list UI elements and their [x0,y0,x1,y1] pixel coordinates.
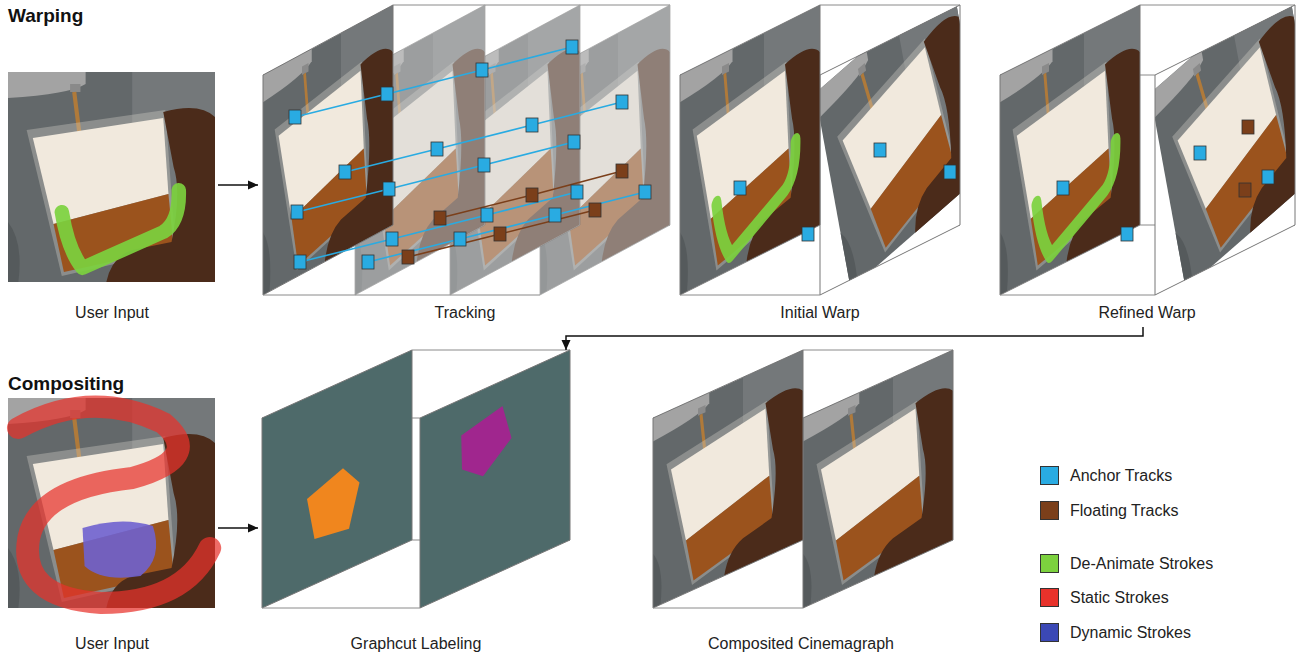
panel-node: User Input [6,70,218,327]
connector-arrow [562,327,1144,350]
panel-caption: Graphcut Labeling [258,634,574,654]
panel-caption: Refined Warp [994,303,1300,323]
panel-node: Initial Warp [676,2,964,327]
section-heading: Warping [8,4,83,28]
legend-text: Floating Tracks [1070,501,1178,521]
legend-swatch [1040,554,1059,573]
panel-caption: User Input [6,634,218,654]
arrow-head [562,340,571,350]
connector-arrow [218,524,258,533]
legend-swatch [1040,623,1059,642]
panel-caption: Tracking [258,303,672,323]
panel-caption: Initial Warp [676,303,964,323]
legend-swatch [1040,466,1059,485]
arrow-head [248,524,258,533]
connector-line [566,327,1143,350]
panel-caption: User Input [6,303,218,323]
panel-node: Tracking [258,2,672,327]
panel-caption: Composited Cinemagraph [648,634,954,654]
panel-node: Composited Cinemagraph [648,350,954,658]
arrow-head [248,181,258,190]
legend-swatch [1040,501,1059,520]
legend-swatch [1040,588,1059,607]
panel-node: Refined Warp [994,2,1300,327]
legend-text: Dynamic Strokes [1070,623,1191,643]
panel-node: Graphcut Labeling [258,350,574,658]
legend-text: Static Strokes [1070,588,1169,608]
section-heading: Compositing [8,372,124,396]
legend-text: Anchor Tracks [1070,466,1172,486]
panel-node: User Input [6,396,218,658]
connector-arrow [218,181,258,190]
legend-text: De-Animate Strokes [1070,554,1213,574]
